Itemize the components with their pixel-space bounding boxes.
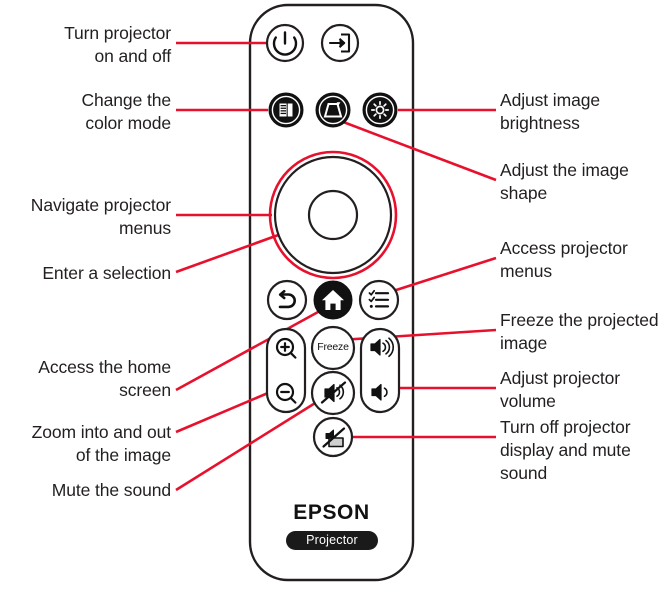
callout-projector-menus: Access projector menus	[500, 238, 628, 281]
button-volume-down[interactable]	[371, 383, 388, 401]
av-mute-screen-icon	[322, 427, 346, 448]
speaker-quiet-icon	[371, 383, 388, 401]
leader-home	[175, 304, 330, 392]
magnifier-plus-icon	[275, 337, 297, 359]
button-freeze[interactable]	[310, 325, 356, 371]
button-zoom-in[interactable]	[275, 337, 297, 359]
callout-color-mode: Change the color mode	[81, 90, 172, 133]
button-av-mute[interactable]	[312, 416, 354, 458]
leader-keystone	[337, 118, 497, 182]
source-input-icon	[328, 33, 351, 53]
leader-menu	[389, 256, 497, 294]
speaker-loud-icon	[370, 337, 395, 358]
callout-image-shape: Adjust the image shape	[500, 160, 629, 203]
button-color-mode[interactable]	[268, 92, 304, 128]
keystone-trapezoid-icon	[323, 102, 343, 118]
button-keystone[interactable]	[315, 92, 351, 128]
speaker-mute-icon	[320, 381, 347, 404]
callout-av-mute: Turn off projector display and mute soun…	[500, 417, 631, 483]
button-source[interactable]	[320, 23, 360, 63]
enter-button[interactable]	[307, 189, 359, 241]
projector-tagline-badge: Projector	[286, 531, 378, 550]
callout-zoom-image: Zoom into and out of the image	[31, 422, 171, 465]
callout-enter-selection: Enter a selection	[42, 263, 171, 283]
volume-pill[interactable]	[359, 327, 401, 414]
zoom-pill[interactable]	[265, 327, 307, 414]
leader-zoom	[175, 391, 269, 434]
home-icon	[322, 290, 344, 310]
button-zoom-out[interactable]	[275, 382, 297, 404]
navigation-pad[interactable]	[273, 155, 393, 275]
color-mode-icon	[279, 103, 293, 117]
freeze-button-label: Freeze	[317, 341, 349, 353]
button-menu[interactable]	[358, 279, 400, 321]
button-volume-up[interactable]	[370, 337, 395, 358]
keystone-inner-ring	[318, 95, 348, 125]
button-home[interactable]	[313, 280, 353, 320]
back-arrow-icon	[278, 289, 296, 309]
button-power[interactable]	[265, 23, 305, 63]
keystone-button-face[interactable]	[315, 92, 351, 128]
callout-navigate-menus: Navigate projector menus	[30, 195, 171, 238]
nav-pad-highlight-ring	[268, 150, 398, 280]
menu-list-icon	[368, 289, 390, 308]
callout-mute-sound: Mute the sound	[51, 480, 171, 500]
brightness-inner-ring	[365, 95, 395, 125]
button-mute[interactable]	[310, 370, 356, 416]
brightness-button-face[interactable]	[362, 92, 398, 128]
callout-freeze-image: Freeze the projected image	[500, 310, 659, 353]
back-button-ring[interactable]	[266, 279, 308, 321]
color-mode-inner-ring	[271, 95, 301, 125]
callout-brightness: Adjust image brightness	[500, 90, 600, 133]
button-back[interactable]	[266, 279, 308, 321]
callout-power: Turn projector on and off	[64, 23, 171, 66]
button-brightness[interactable]	[362, 92, 398, 128]
magnifier-minus-icon	[275, 382, 297, 404]
callout-home-screen: Access the home screen	[38, 357, 171, 400]
leader-mute	[175, 398, 321, 492]
callout-projector-volume: Adjust projector volume	[500, 368, 620, 411]
freeze-button-ring[interactable]	[310, 325, 356, 371]
power-icon	[272, 31, 298, 56]
brightness-sun-icon	[370, 100, 390, 120]
epson-brand-logo: EPSON	[293, 501, 370, 524]
